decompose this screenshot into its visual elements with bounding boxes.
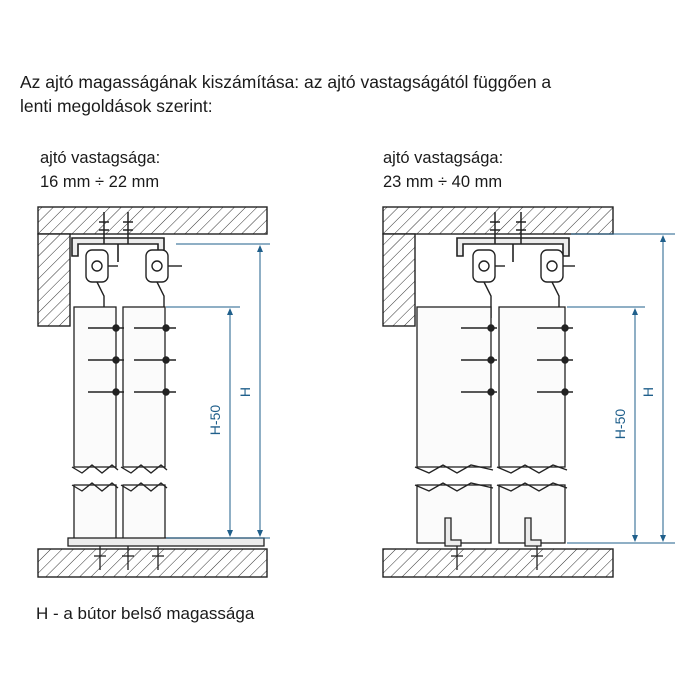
right-top-screws	[490, 212, 526, 244]
footnote: H - a bútor belső magassága	[36, 604, 255, 623]
right-side-wall	[382, 233, 416, 327]
heading-line-1: Az ajtó magasságának kiszámítása: az ajt…	[20, 72, 552, 92]
right-top-rail	[456, 237, 570, 262]
right-caption-line-2: 23 mm ÷ 40 mm	[383, 173, 503, 191]
left-doors	[71, 306, 168, 544]
right-diagram: H H-50	[382, 206, 675, 578]
right-bottom-guides	[444, 517, 543, 570]
heading-line-2: lenti megoldások szerint:	[20, 96, 213, 116]
left-top-panel	[37, 206, 268, 235]
left-hangers	[85, 249, 182, 318]
left-door-screws	[88, 324, 176, 396]
left-side-wall	[37, 233, 71, 327]
page-heading: Az ajtó magasságának kiszámítása: az ajt…	[20, 70, 660, 118]
left-dim-H: H	[237, 387, 253, 397]
right-caption-line-1: ajtó vastagsága:	[383, 149, 504, 167]
right-caption: ajtó vastagsága: 23 mm ÷ 40 mm	[383, 146, 503, 194]
left-bottom-panel	[37, 548, 268, 578]
left-caption-line-2: 16 mm ÷ 22 mm	[40, 173, 160, 191]
right-dim-H: H	[640, 387, 656, 397]
left-top-screws	[99, 212, 133, 244]
left-caption: ajtó vastagsága: 16 mm ÷ 22 mm	[40, 146, 160, 194]
left-dimensions	[166, 243, 270, 539]
right-dimensions	[567, 233, 675, 544]
left-top-rail	[71, 237, 165, 262]
right-bottom-panel	[382, 548, 614, 578]
left-diagram: H H-50	[37, 206, 270, 578]
right-doors	[414, 306, 568, 544]
left-dim-H-50: H-50	[207, 405, 223, 436]
right-dim-H-50: H-50	[612, 409, 628, 440]
right-door-screws	[461, 324, 573, 396]
left-caption-line-1: ajtó vastagsága:	[40, 149, 161, 167]
